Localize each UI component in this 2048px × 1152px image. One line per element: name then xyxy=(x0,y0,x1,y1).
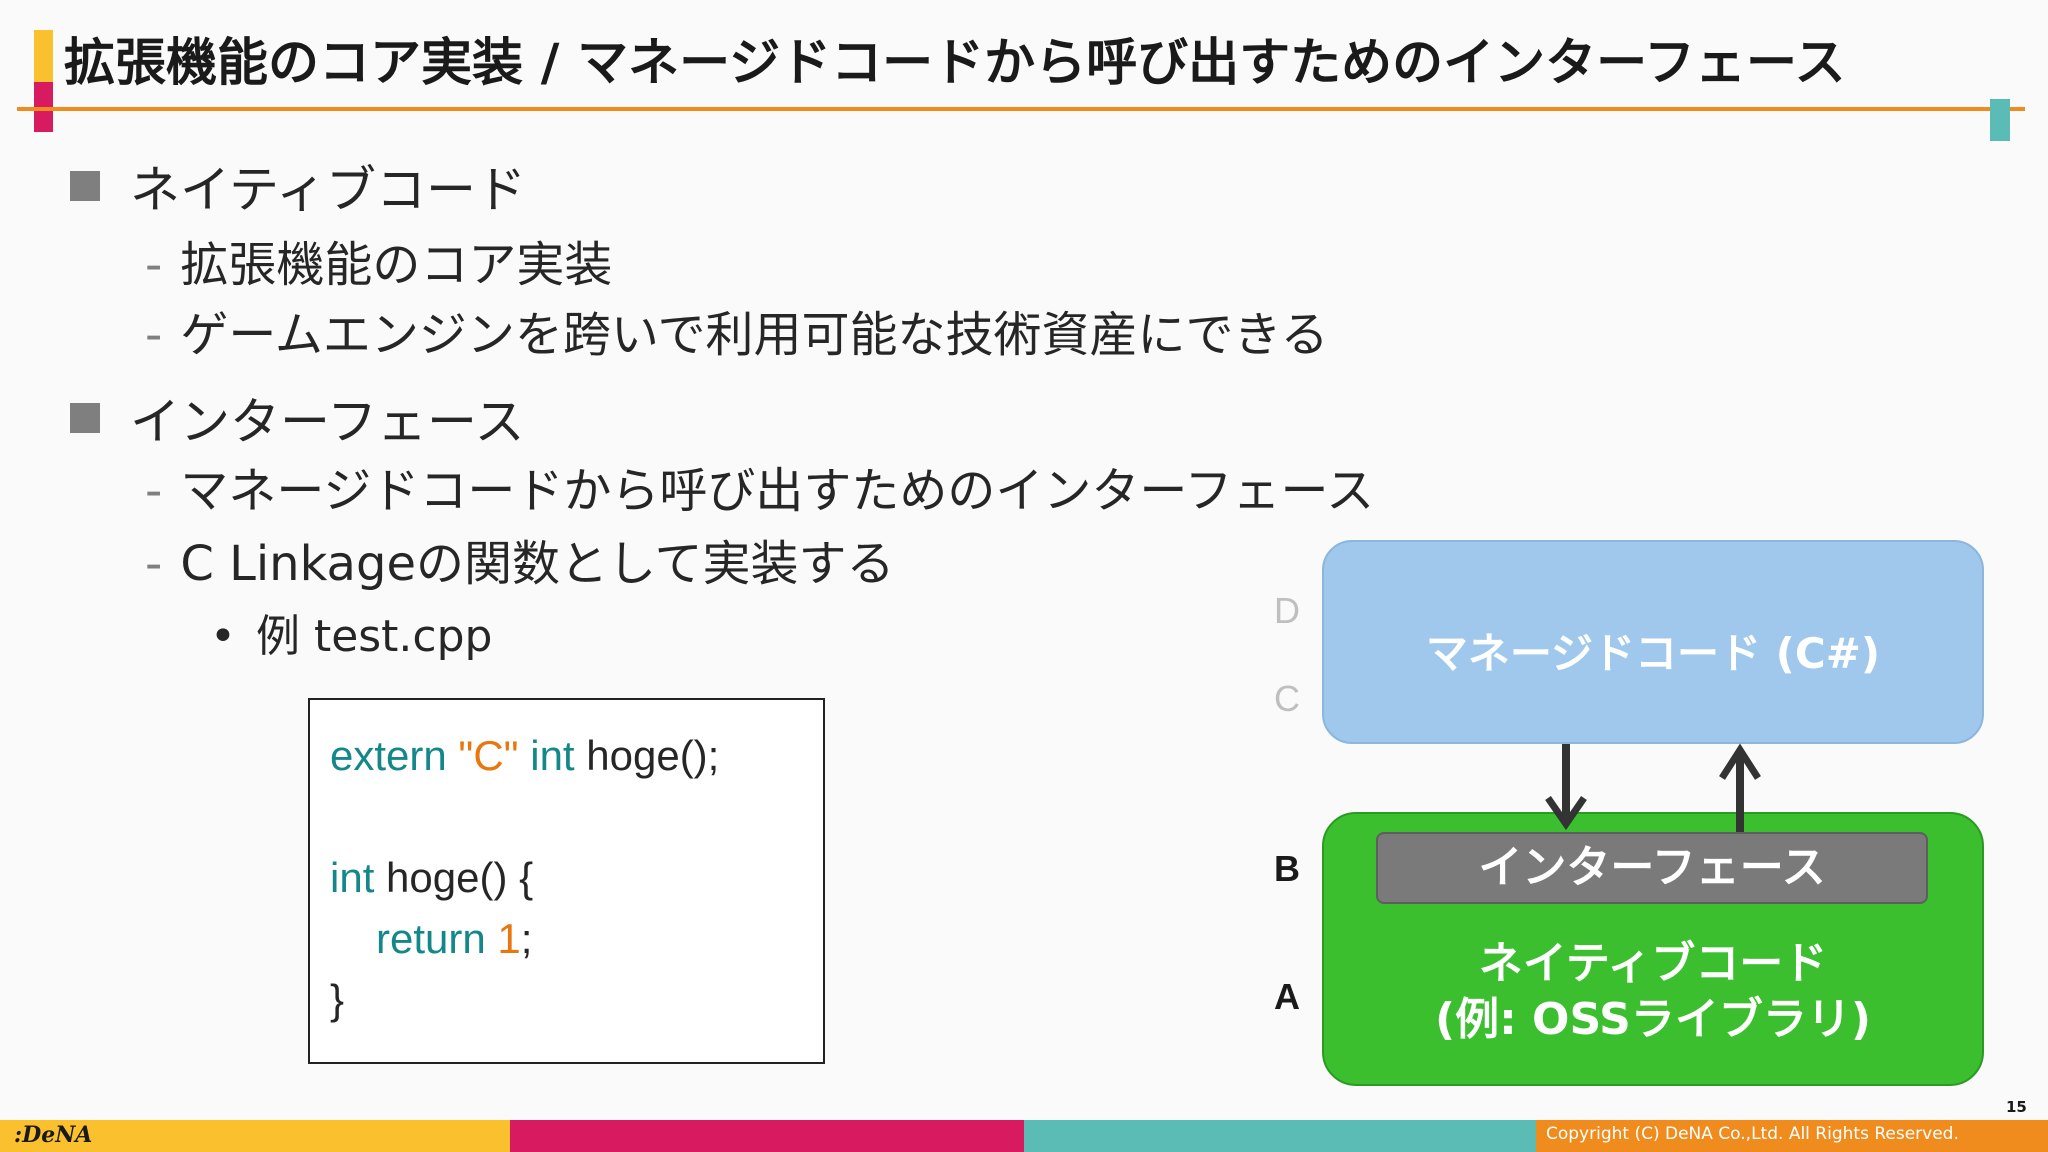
code-text: hoge(); xyxy=(586,732,720,779)
dash-bullet: - xyxy=(145,307,163,363)
native-code-label: ネイティブコード (例: OSSライブラリ) xyxy=(1322,936,1984,1048)
bullet-native-code: ネイティブコード xyxy=(70,160,526,220)
dash-bullet: - xyxy=(145,237,163,293)
bullet-heading: インターフェース xyxy=(130,393,525,451)
code-line-4: return 1; xyxy=(376,915,532,963)
bullet-interface: インターフェース xyxy=(70,392,525,452)
bullet-heading: ネイティブコード xyxy=(130,161,526,219)
layer-label-b: B xyxy=(1274,848,1300,889)
title-accent-teal xyxy=(1990,99,2010,141)
title-accent-yellow xyxy=(34,30,53,82)
sub-bullet: -マネージドコードから呼び出すためのインターフェース xyxy=(145,462,1374,520)
sub-sub-bullet: • 例 test.cpp xyxy=(210,610,492,664)
dash-bullet: - xyxy=(145,463,163,519)
copyright-notice: Copyright (C) DeNA Co.,Ltd. All Rights R… xyxy=(1546,1124,1959,1144)
code-line-3: int hoge() { xyxy=(330,854,533,902)
code-keyword: extern xyxy=(330,732,447,779)
native-code-example: (例: OSSライブラリ) xyxy=(1435,994,1871,1045)
code-text: ; xyxy=(520,915,533,962)
page-number: 15 xyxy=(2006,1098,2027,1116)
code-line-1: extern "C" int hoge(); xyxy=(330,732,719,780)
code-line-5: } xyxy=(330,976,345,1023)
code-keyword: int xyxy=(330,854,375,901)
sub-sub-bullet-text: 例 test.cpp xyxy=(255,611,493,662)
code-number: 1 xyxy=(497,915,521,962)
code-text: hoge() { xyxy=(386,854,534,901)
footer-bar-magenta xyxy=(510,1120,1024,1152)
layer-label-a: A xyxy=(1274,976,1300,1017)
managed-code-label: マネージドコード (C#) xyxy=(1425,629,1881,678)
footer-bar-orange xyxy=(1536,1120,2048,1152)
code-keyword: return xyxy=(376,915,486,962)
square-bullet-icon xyxy=(70,403,100,433)
sub-bullet: -ゲームエンジンを跨いで利用可能な技術資産にできる xyxy=(145,306,1329,364)
arrow-up-icon xyxy=(1719,743,1761,832)
code-string: "C" xyxy=(458,732,519,779)
dash-bullet: - xyxy=(145,536,163,592)
dot-bullet: • xyxy=(210,611,236,662)
sub-bullet-text: ゲームエンジンを跨いで利用可能な技術資産にできる xyxy=(180,307,1329,363)
sub-bullet: -C Linkageの関数として実装する xyxy=(145,535,895,593)
slide-title: 拡張機能のコア実装 / マネージドコードから呼び出すためのインターフェース xyxy=(64,34,1846,93)
title-underline xyxy=(17,107,2025,111)
sub-bullet: -拡張機能のコア実装 xyxy=(145,236,612,294)
sub-bullet-text: C Linkageの関数として実装する xyxy=(180,536,895,592)
interface-layer-bar: インターフェース xyxy=(1376,832,1928,904)
code-keyword: int xyxy=(530,732,575,779)
layer-label-c: C xyxy=(1274,678,1300,719)
layer-label-d: D xyxy=(1274,590,1300,631)
native-code-title: ネイティブコード xyxy=(1478,938,1828,989)
footer-bar-yellow xyxy=(0,1120,510,1152)
footer-bar-teal xyxy=(1024,1120,1536,1152)
dena-logo: :DeNA xyxy=(14,1122,93,1148)
managed-code-box: マネージドコード (C#) xyxy=(1322,540,1984,744)
sub-bullet-text: 拡張機能のコア実装 xyxy=(180,237,613,293)
square-bullet-icon xyxy=(70,171,100,201)
arrow-down-icon xyxy=(1545,744,1587,831)
code-sample-box: extern "C" int hoge(); int hoge() { retu… xyxy=(308,698,825,1064)
sub-bullet-text: マネージドコードから呼び出すためのインターフェース xyxy=(180,463,1375,519)
